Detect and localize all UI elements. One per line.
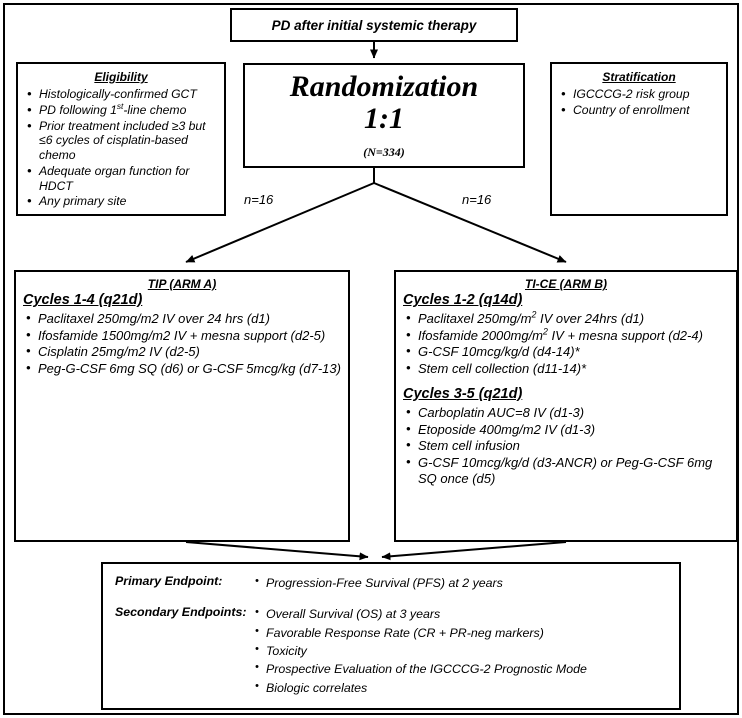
arm-a-item-0-2: Cisplatin 25mg/m2 IV (d2-5): [38, 344, 200, 360]
list-item: Paclitaxel 250mg/m2 IV over 24 hrs (d1): [23, 310, 341, 327]
list-item: Overall Survival (OS) at 3 years: [255, 604, 679, 623]
eligibility-item-2: Prior treatment included ≥3 but ≤6 cycle…: [39, 118, 206, 163]
secondary-endpoint-row: Secondary Endpoints: Overall Survival (O…: [103, 604, 679, 697]
list-item: Peg-G-CSF 6mg SQ (d6) or G-CSF 5mcg/kg (…: [23, 360, 341, 377]
arm-b-item-1-2: Stem cell infusion: [418, 438, 520, 454]
arrow-label-arm-a: n=16: [244, 192, 274, 207]
stratification-list: IGCCCG-2 risk group Country of enrollmen…: [558, 86, 720, 118]
eligibility-item-0: Histologically-confirmed GCT: [39, 87, 197, 101]
arm-b-section-1-list: Carboplatin AUC=8 IV (d1-3) Etoposide 40…: [403, 404, 729, 487]
arm-b-item-0-0: Paclitaxel 250mg/m2 IV over 24hrs (d1): [418, 309, 645, 326]
arm-b-item-1-3: G-CSF 10mcg/kg/d (d3-ANCR) or Peg-G-CSF …: [418, 455, 713, 486]
stratification-item-0: IGCCCG-2 risk group: [573, 87, 690, 101]
arm-a-section-0-list: Paclitaxel 250mg/m2 IV over 24 hrs (d1) …: [23, 310, 341, 377]
list-item: Favorable Response Rate (CR + PR-neg mar…: [255, 623, 679, 642]
randomization-ratio: 1:1: [364, 101, 404, 135]
primary-endpoint-row: Primary Endpoint: Progression-Free Survi…: [103, 573, 679, 592]
arm-b-section-0-list: Paclitaxel 250mg/m2 IV over 24hrs (d1) I…: [403, 309, 729, 377]
eligibility-list: Histologically-confirmed GCT PD followin…: [24, 86, 218, 209]
eligibility-item-1: PD following 1st-line chemo: [39, 100, 187, 117]
list-item: Paclitaxel 250mg/m2 IV over 24hrs (d1): [403, 309, 729, 327]
list-item: Prospective Evaluation of the IGCCCG-2 P…: [255, 659, 679, 678]
arm-a-item-0-0: Paclitaxel 250mg/m2 IV over 24 hrs (d1): [38, 311, 270, 326]
primary-endpoint-label: Primary Endpoint:: [103, 574, 255, 592]
pd-after-therapy-box: PD after initial systemic therapy: [230, 8, 518, 42]
secondary-endpoint-colon: :: [242, 605, 247, 620]
endpoints-gap: [103, 592, 679, 605]
arm-b-title: TI-CE (ARM B): [525, 277, 607, 291]
arm-a-section-0-heading: Cycles 1-4 (q21d): [23, 292, 143, 308]
list-item: PD following 1st-line chemo: [24, 100, 218, 118]
list-item: Toxicity: [255, 641, 679, 660]
list-item: Etoposide 400mg/m2 IV (d1-3): [403, 421, 729, 438]
pd-after-therapy-text: PD after initial systemic therapy: [271, 17, 477, 33]
list-item: G-CSF 10mcg/kg/d (d3-ANCR) or Peg-G-CSF …: [403, 454, 729, 486]
list-item: Country of enrollment: [558, 102, 720, 118]
primary-endpoint-label-text: Primary Endpoint: [115, 574, 219, 588]
list-item: Prior treatment included ≥3 but ≤6 cycle…: [24, 118, 218, 163]
eligibility-box: Eligibility Histologically-confirmed GCT…: [16, 62, 226, 216]
list-item: Ifosfamide 1500mg/m2 IV + mesna support …: [23, 327, 341, 344]
figure-outer-frame: [3, 3, 739, 715]
primary-endpoint-colon: :: [218, 574, 223, 588]
arm-b-item-0-2: G-CSF 10mcg/kg/d (d4-14)*: [418, 344, 580, 360]
arm-b-item-0-1: Ifosfamide 2000mg/m2 IV + mesna support …: [418, 326, 703, 343]
arm-b-section-0-heading: Cycles 1-2 (q14d): [403, 292, 523, 308]
randomization-title: Randomization: [289, 70, 479, 103]
secondary-endpoint-label: Secondary Endpoints:: [103, 605, 255, 697]
arm-b-item-0-3: Stem cell collection (d11-14)*: [418, 361, 587, 377]
list-item: Adequate organ function for HDCT: [24, 163, 218, 194]
list-item: Stem cell infusion: [403, 437, 729, 454]
list-item: Carboplatin AUC=8 IV (d1-3): [403, 404, 729, 421]
eligibility-item-3: Adequate organ function for HDCT: [39, 163, 190, 193]
secondary-endpoint-items: Overall Survival (OS) at 3 years Favorab…: [255, 604, 679, 697]
list-item: IGCCCG-2 risk group: [558, 86, 720, 102]
arm-a-item-0-3: Peg-G-CSF 6mg SQ (d6) or G-CSF 5mcg/kg (…: [38, 361, 341, 377]
list-item: Cisplatin 25mg/m2 IV (d2-5): [23, 343, 341, 360]
list-item: Ifosfamide 2000mg/m2 IV + mesna support …: [403, 326, 729, 344]
arm-a-item-0-1: Ifosfamide 1500mg/m2 IV + mesna support …: [38, 327, 326, 343]
arm-a-title: TIP (ARM A): [147, 277, 217, 291]
list-item: Any primary site: [24, 193, 218, 209]
arm-b-item-1-1: Etoposide 400mg/m2 IV (d1-3): [418, 421, 596, 437]
stratification-title: Stratification: [602, 70, 676, 84]
stratification-item-1: Country of enrollment: [573, 102, 690, 117]
arm-b-item-1-0: Carboplatin AUC=8 IV (d1-3): [418, 404, 585, 420]
randomization-box: Randomization 1:1 (N=334): [243, 63, 525, 168]
list-item: Histologically-confirmed GCT: [24, 86, 218, 102]
list-item: Stem cell collection (d11-14)*: [403, 360, 729, 377]
primary-endpoint-items: Progression-Free Survival (PFS) at 2 yea…: [255, 573, 679, 592]
arm-b-section-gap: [403, 378, 729, 385]
randomization-sample-size: (N=334): [363, 145, 405, 159]
stratification-box: Stratification IGCCCG-2 risk group Count…: [550, 62, 728, 216]
arrow-label-arm-b: n=16: [462, 192, 492, 207]
eligibility-item-4: Any primary site: [39, 194, 127, 209]
list-item: Progression-Free Survival (PFS) at 2 yea…: [255, 573, 679, 592]
list-item: Biologic correlates: [255, 678, 679, 697]
endpoints-box: Primary Endpoint: Progression-Free Survi…: [101, 562, 681, 710]
arm-b-box: TI-CE (ARM B) Cycles 1-2 (q14d) Paclitax…: [394, 270, 738, 542]
arm-b-section-1-heading: Cycles 3-5 (q21d): [403, 385, 523, 402]
arm-a-box: TIP (ARM A) Cycles 1-4 (q21d) Paclitaxel…: [14, 270, 350, 542]
list-item: G-CSF 10mcg/kg/d (d4-14)*: [403, 343, 729, 360]
eligibility-title: Eligibility: [94, 70, 148, 84]
secondary-endpoint-label-text: Secondary Endpoints: [115, 605, 243, 620]
